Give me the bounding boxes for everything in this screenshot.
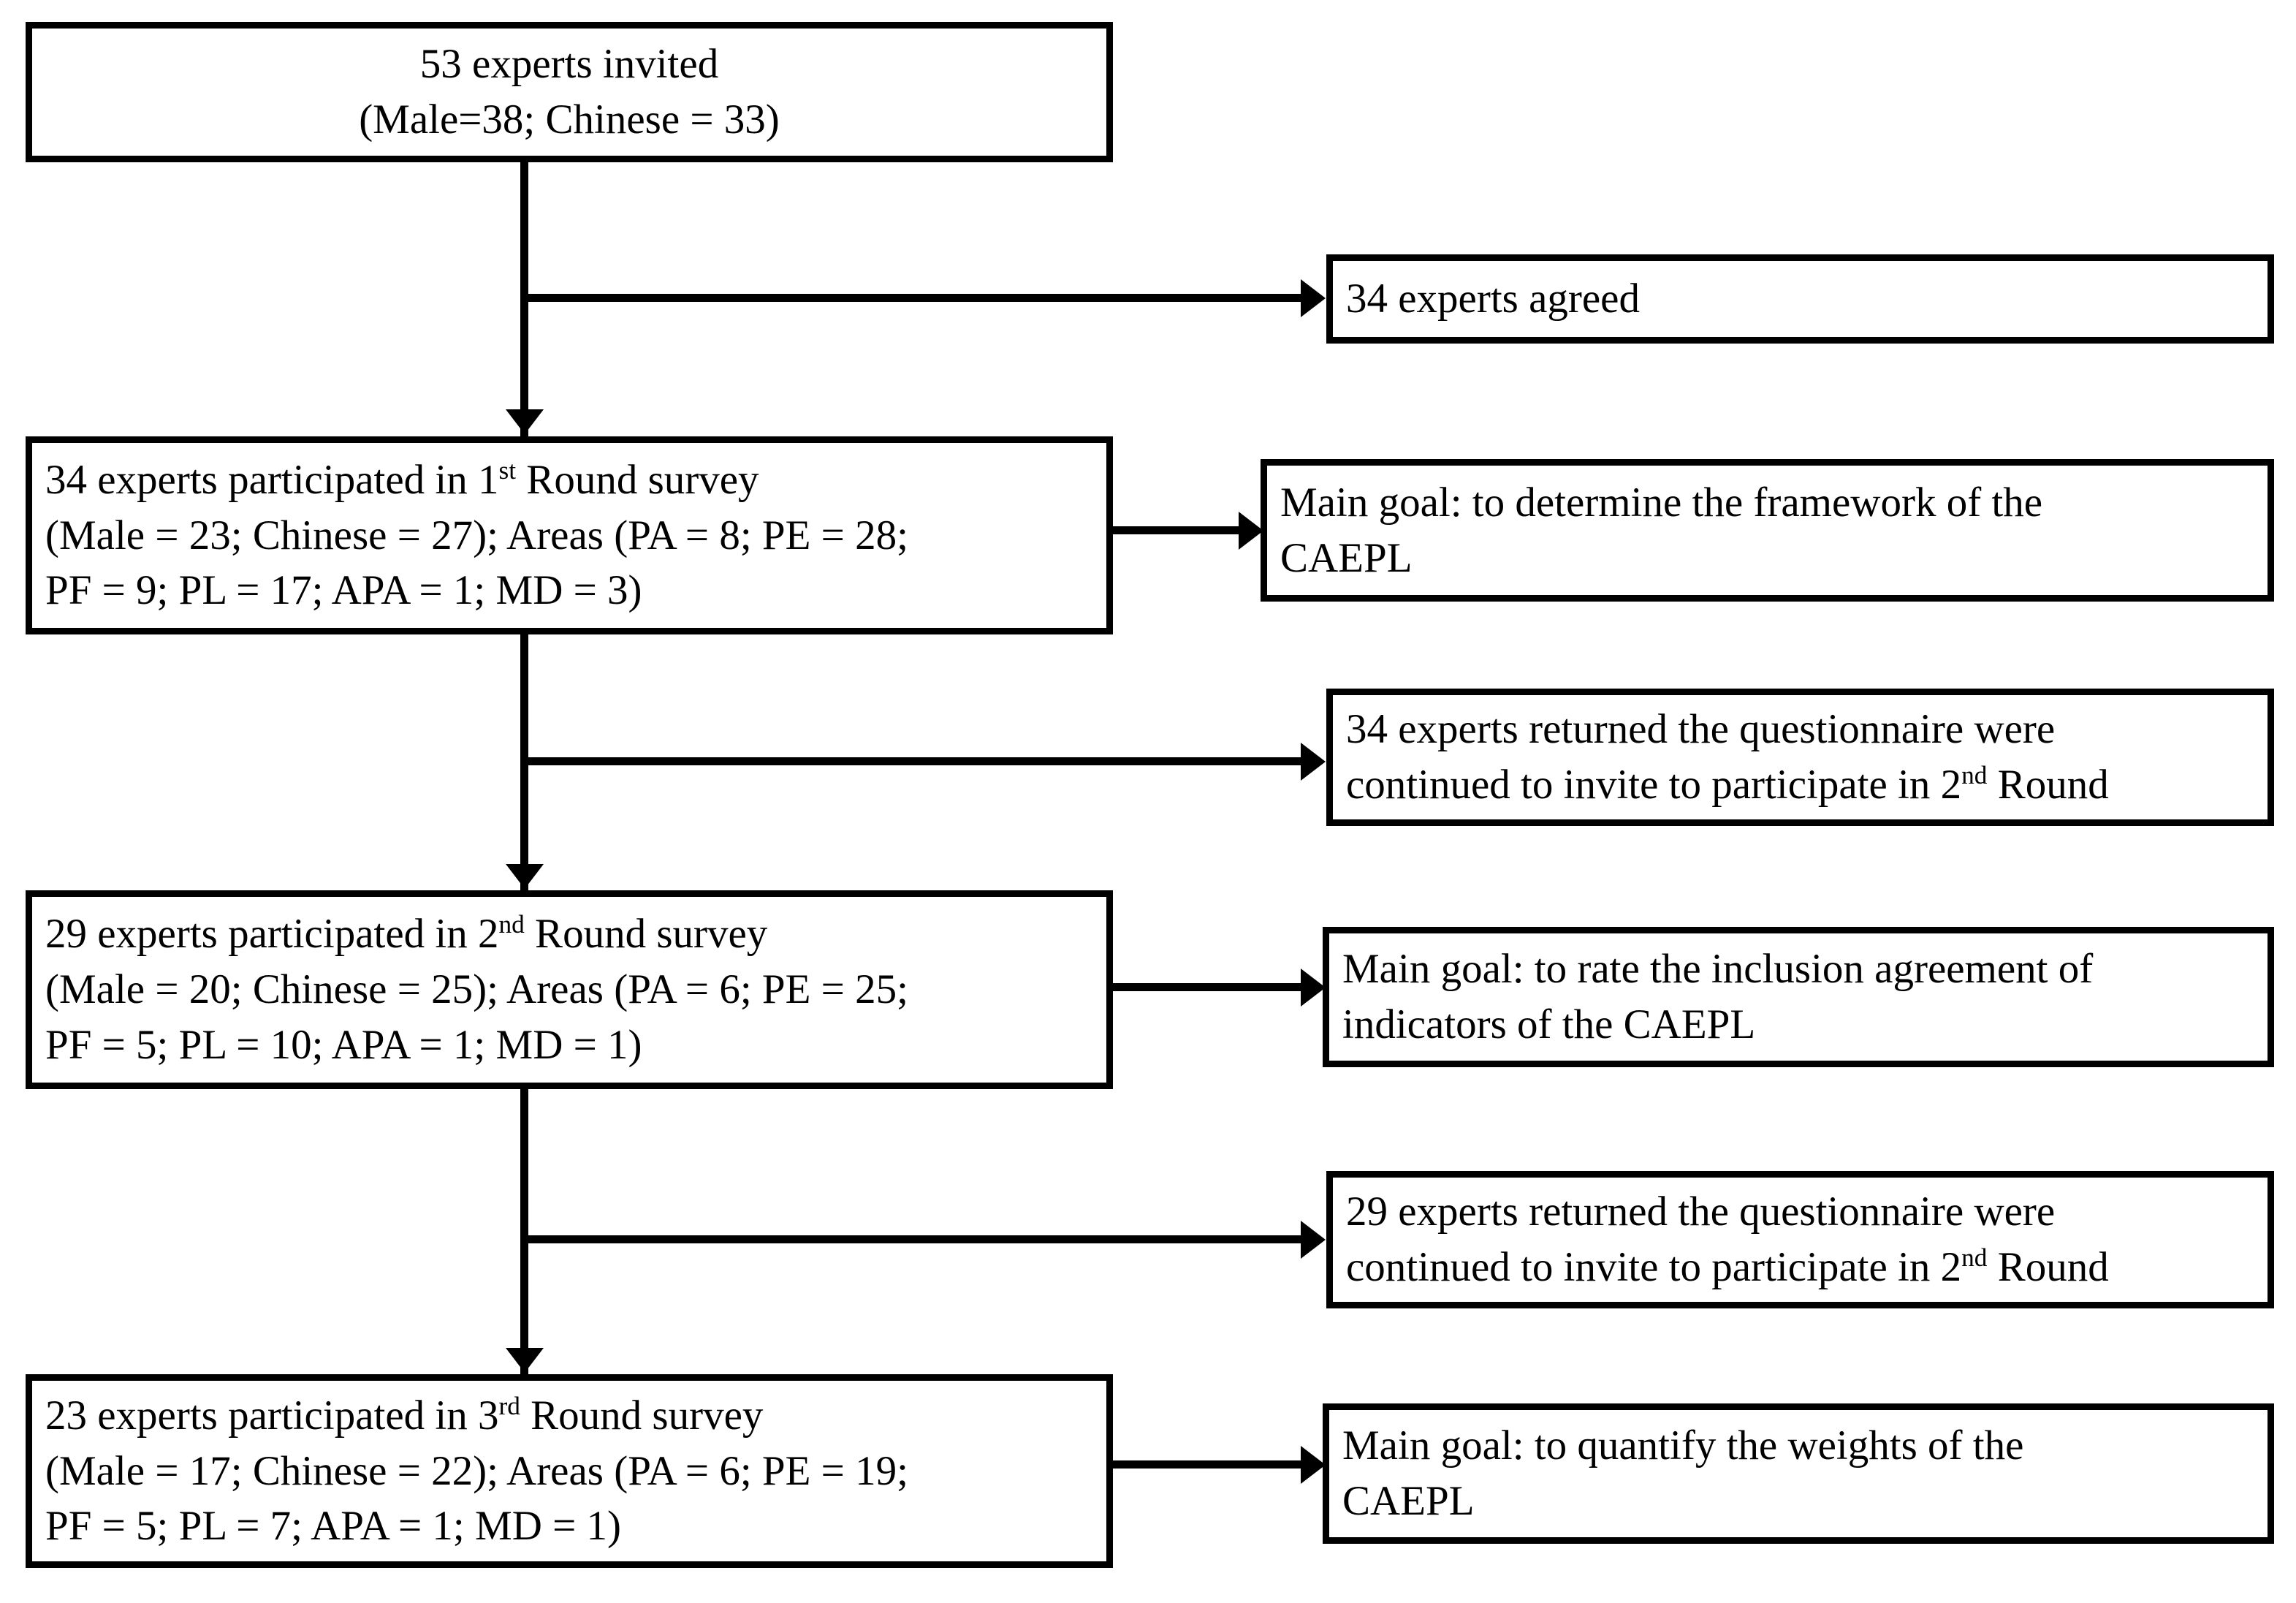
connector-round1-to-returned1 xyxy=(520,757,1302,765)
arrow-round1-to-goal1 xyxy=(1239,512,1263,550)
node-returned1-line2-post: Round xyxy=(1987,762,2109,808)
node-round2-line2: (Male = 20; Chinese = 25); Areas (PA = 6… xyxy=(45,966,908,1013)
node-agreed-line1: 34 experts agreed xyxy=(1346,276,1640,322)
connector-round3-to-goal3 xyxy=(1107,1460,1304,1469)
arrow-round1-to-round2 xyxy=(506,864,544,889)
node-goal2-line2: indicators of the CAEPL xyxy=(1342,1001,1756,1047)
node-returned-round2[interactable]: 29 experts returned the questionnaire we… xyxy=(1326,1171,2274,1308)
arrow-round2-to-round3 xyxy=(506,1348,544,1373)
node-round2-line1-pre: 29 experts participated in 2 xyxy=(45,911,499,958)
node-returned1-line1: 34 experts returned the questionnaire we… xyxy=(1346,706,2056,753)
connector-invited-to-agreed xyxy=(520,294,1302,302)
node-invited-line2: (Male=38; Chinese = 33) xyxy=(359,96,780,143)
node-returned-round1[interactable]: 34 experts returned the questionnaire we… xyxy=(1326,689,2274,826)
node-round1-line3: PF = 9; PL = 17; APA = 1; MD = 3) xyxy=(45,567,642,614)
node-round1-line2: (Male = 23; Chinese = 27); Areas (PA = 8… xyxy=(45,512,908,558)
node-round3-line1: 23 experts participated in 3rd Round sur… xyxy=(45,1388,763,1444)
arrow-invited-to-round1 xyxy=(506,409,544,434)
node-returned1-line2-pre: continued to invite to participate in 2 xyxy=(1346,762,1962,808)
arrow-round1-to-returned1 xyxy=(1301,743,1326,781)
node-main-goal-round1[interactable]: Main goal: to determine the framework of… xyxy=(1261,459,2274,602)
node-round2-line1-post: Round survey xyxy=(524,911,768,958)
node-experts-invited[interactable]: 53 experts invited (Male=38; Chinese = 3… xyxy=(26,22,1113,162)
node-returned2-line1: 29 experts returned the questionnaire we… xyxy=(1346,1189,2056,1235)
node-main-goal-round3[interactable]: Main goal: to quantify the weights of th… xyxy=(1323,1403,2274,1544)
node-round3-line1-post: Round survey xyxy=(520,1392,764,1439)
arrow-round2-to-goal2 xyxy=(1301,969,1326,1007)
node-goal1-line1: Main goal: to determine the framework of… xyxy=(1280,479,2043,526)
node-goal3-line2: CAEPL xyxy=(1342,1478,1475,1524)
node-round3-line3: PF = 5; PL = 7; APA = 1; MD = 1) xyxy=(45,1503,621,1550)
node-returned2-line2-post: Round xyxy=(1987,1244,2109,1290)
node-goal1-line2: CAEPL xyxy=(1280,534,1413,581)
arrow-round2-to-returned2 xyxy=(1301,1221,1326,1259)
node-round1-line1: 34 experts participated in 1st Round sur… xyxy=(45,452,759,508)
node-round1-line1-post: Round survey xyxy=(516,456,759,503)
node-round2-survey[interactable]: 29 experts participated in 2nd Round sur… xyxy=(26,890,1113,1089)
node-goal2-line1: Main goal: to rate the inclusion agreeme… xyxy=(1342,946,2094,993)
node-main-goal-round2[interactable]: Main goal: to rate the inclusion agreeme… xyxy=(1323,927,2274,1067)
node-round2-ordinal-sup: nd xyxy=(498,910,525,939)
node-returned2-line2: continued to invite to participate in 2n… xyxy=(1346,1240,2109,1295)
node-returned1-line2: continued to invite to participate in 2n… xyxy=(1346,757,2109,813)
node-round2-line3: PF = 5; PL = 10; APA = 1; MD = 1) xyxy=(45,1021,642,1068)
node-invited-line1: 53 experts invited xyxy=(419,41,719,88)
node-round3-survey[interactable]: 23 experts participated in 3rd Round sur… xyxy=(26,1374,1113,1568)
spine-segment-3 xyxy=(520,1089,528,1374)
connector-round2-to-returned2 xyxy=(520,1235,1302,1243)
node-round3-line2: (Male = 17; Chinese = 22); Areas (PA = 6… xyxy=(45,1447,908,1494)
node-round2-line1: 29 experts participated in 2nd Round sur… xyxy=(45,906,767,962)
node-round1-survey[interactable]: 34 experts participated in 1st Round sur… xyxy=(26,436,1113,634)
node-experts-agreed[interactable]: 34 experts agreed xyxy=(1326,254,2274,344)
node-returned1-ordinal-sup: nd xyxy=(1961,761,1988,789)
connector-round2-to-goal2 xyxy=(1107,983,1304,991)
node-goal3-line1: Main goal: to quantify the weights of th… xyxy=(1342,1422,2024,1469)
node-round1-ordinal-sup: st xyxy=(498,455,517,485)
node-round1-line1-pre: 34 experts participated in 1 xyxy=(45,456,499,503)
node-returned2-line2-pre: continued to invite to participate in 2 xyxy=(1346,1244,1962,1290)
arrow-round3-to-goal3 xyxy=(1301,1446,1326,1484)
connector-round1-to-goal1 xyxy=(1107,526,1242,534)
node-returned2-ordinal-sup: nd xyxy=(1961,1243,1988,1272)
arrow-invited-to-agreed xyxy=(1301,279,1326,317)
node-round3-ordinal-sup: rd xyxy=(498,1391,520,1420)
node-round3-line1-pre: 23 experts participated in 3 xyxy=(45,1392,499,1439)
